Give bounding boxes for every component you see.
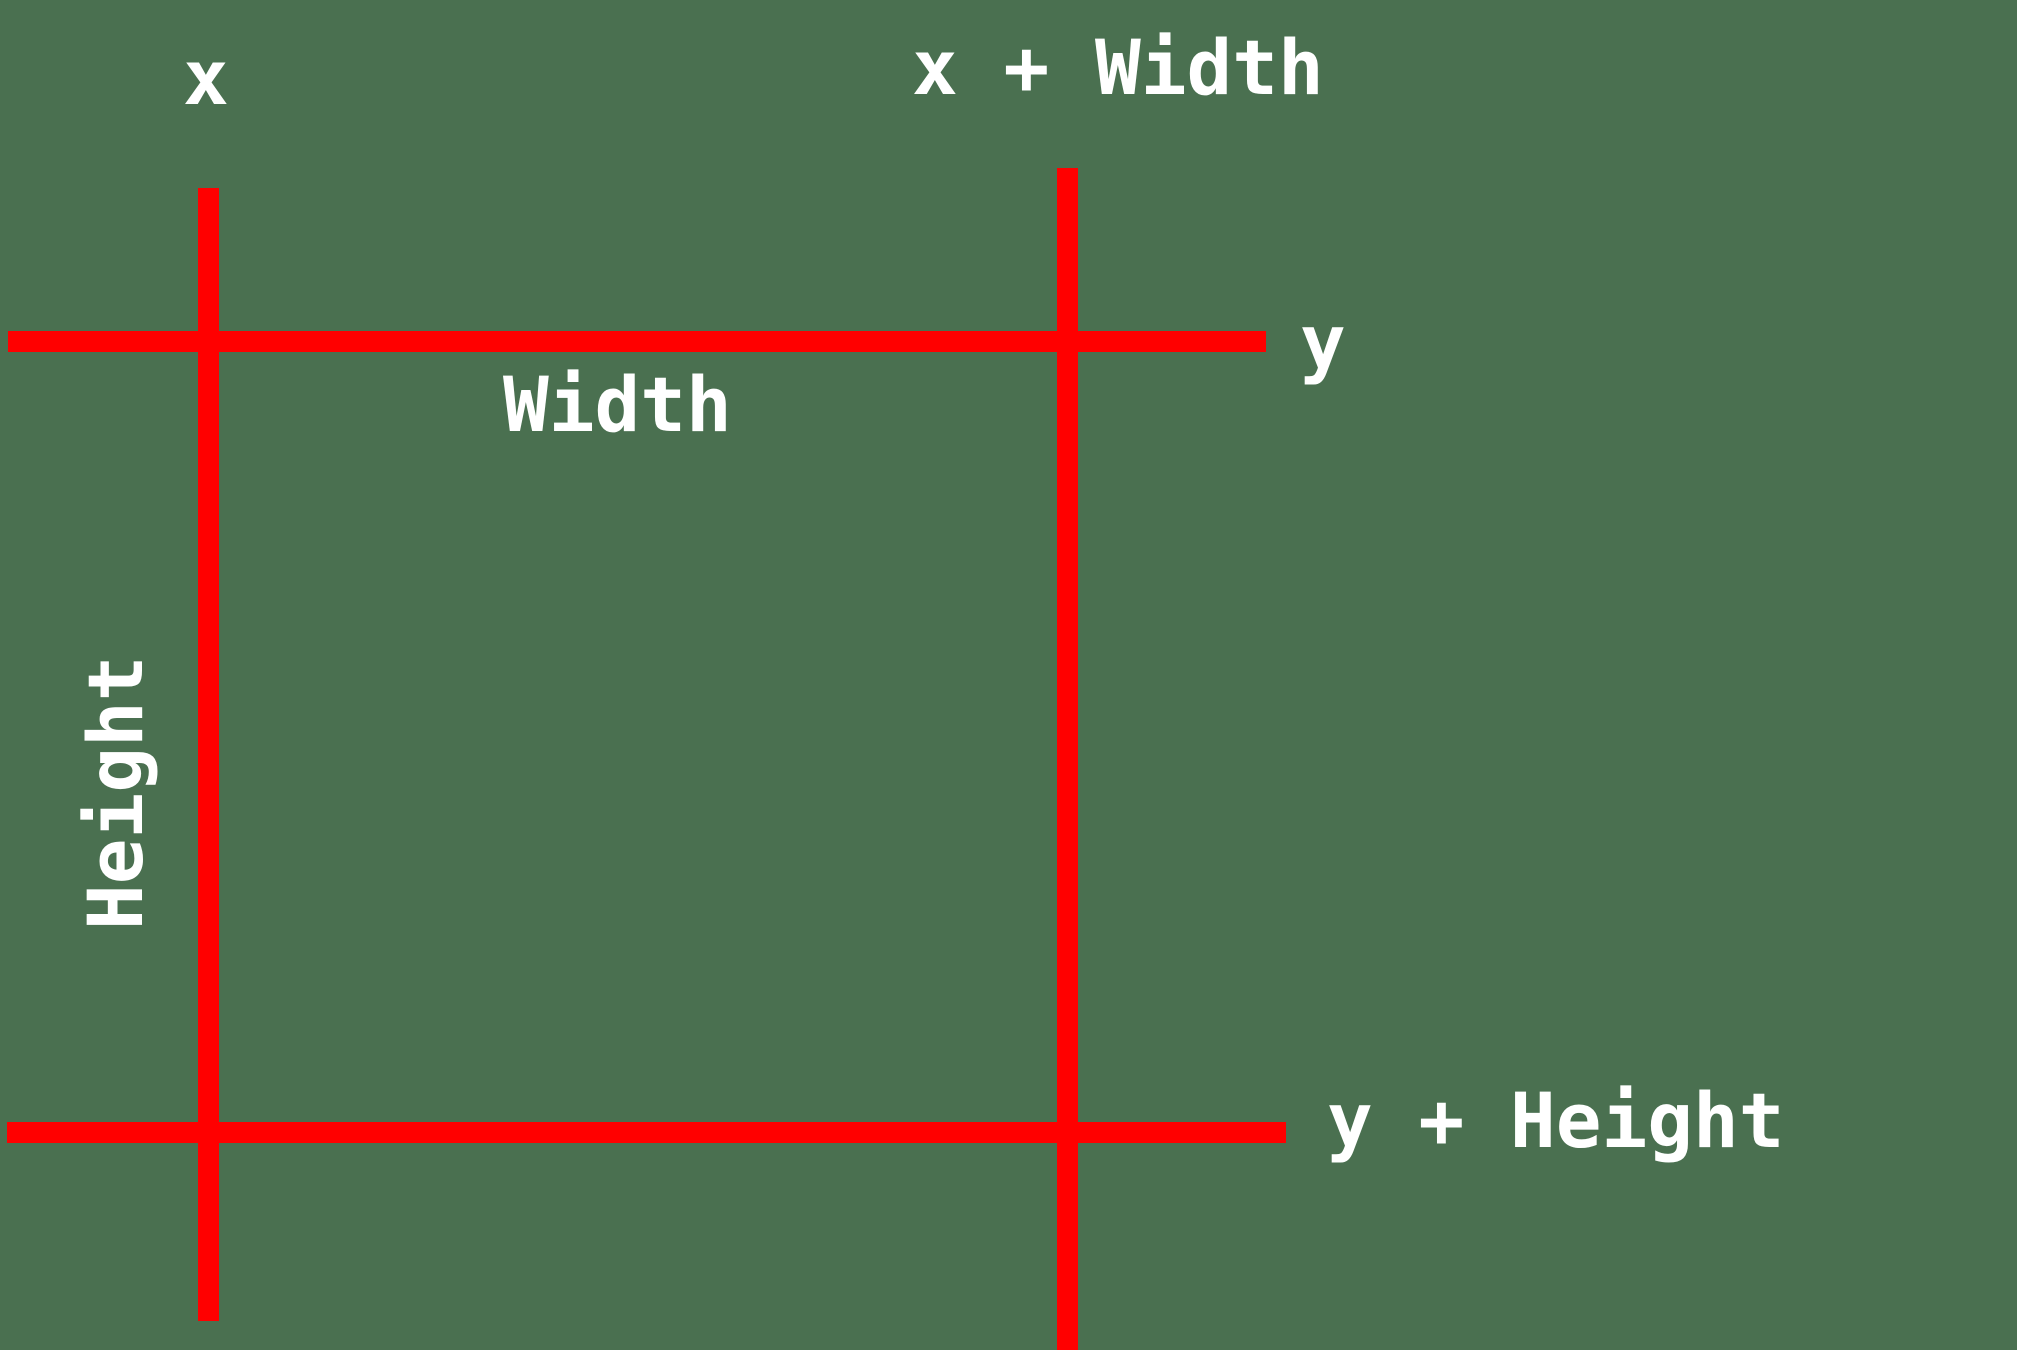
label-height: Height <box>71 655 160 930</box>
label-width: Width <box>503 360 732 449</box>
right-edge-line <box>1057 168 1078 1350</box>
bottom-edge-line <box>7 1122 1286 1143</box>
label-x-plus-width: x + Width <box>912 23 1324 112</box>
label-y: y <box>1300 298 1346 387</box>
label-x: x <box>183 33 229 122</box>
top-edge-line <box>8 331 1266 352</box>
left-edge-line <box>198 188 219 1321</box>
label-y-plus-height: y + Height <box>1327 1076 1785 1165</box>
